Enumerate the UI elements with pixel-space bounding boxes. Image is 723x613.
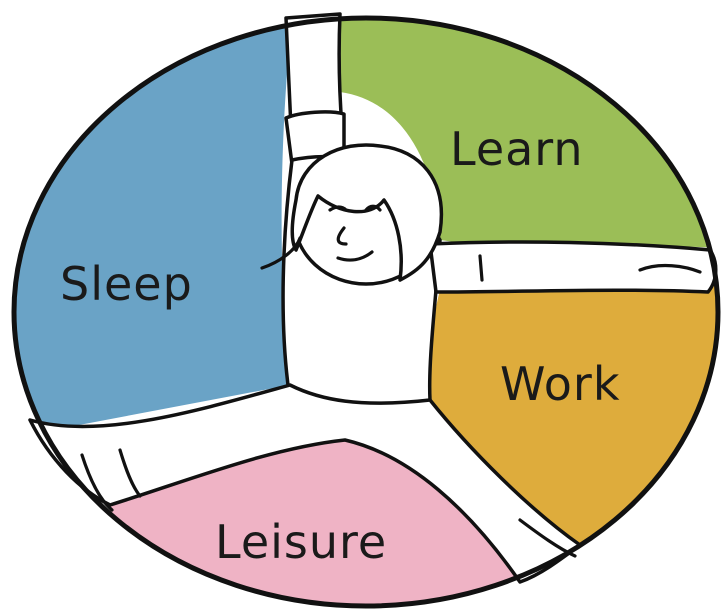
leisure-label: Leisure <box>215 515 387 569</box>
sleep-segment <box>0 0 290 440</box>
sleep-label: Sleep <box>60 257 193 311</box>
learn-label: Learn <box>450 122 584 176</box>
work-label: Work <box>500 357 620 411</box>
